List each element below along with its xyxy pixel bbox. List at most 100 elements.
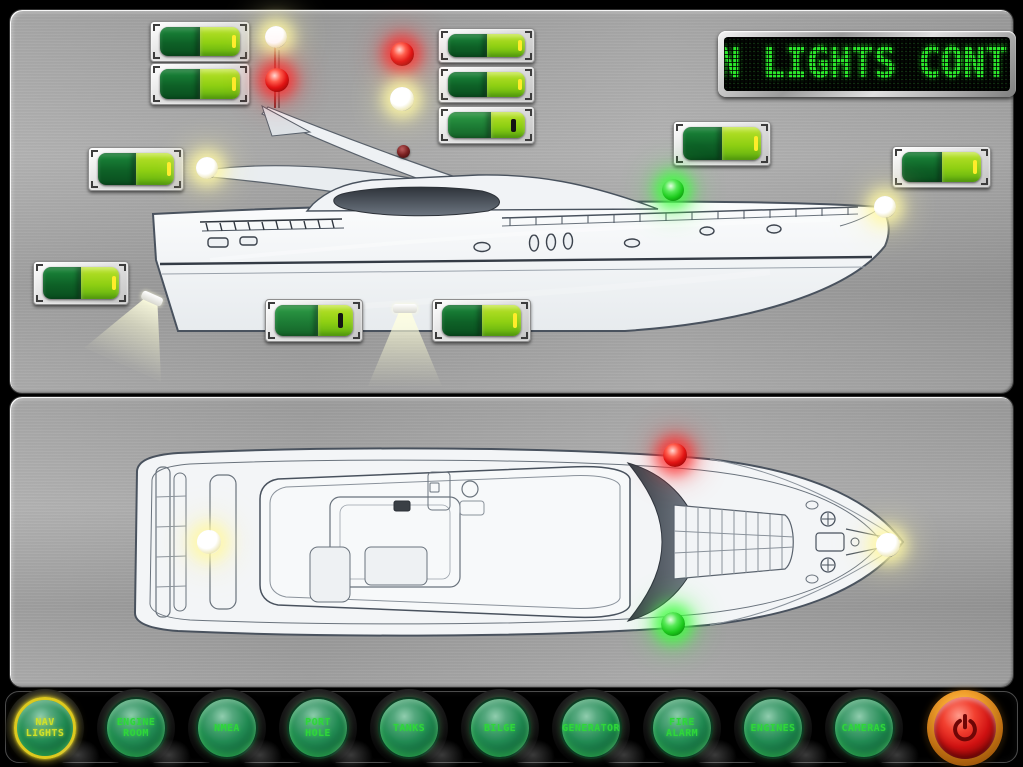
- corner-screw-mark: [895, 178, 902, 185]
- corner-screw-mark: [119, 295, 126, 302]
- rocker: [448, 34, 525, 57]
- corner-screw-mark: [525, 93, 532, 100]
- menu-button-port-hole[interactable]: PORT HOLE: [279, 689, 373, 767]
- switch-sv-sw-11[interactable]: [892, 146, 991, 188]
- corner-screw-mark: [525, 53, 532, 60]
- switch-sv-sw-3[interactable]: [88, 147, 184, 191]
- light-sv-light-mast-red: [265, 68, 289, 92]
- menu-button-nav-lights[interactable]: NAV LIGHTS: [6, 689, 100, 767]
- rocker-off-half: [43, 267, 81, 299]
- corner-screw-mark: [240, 66, 247, 73]
- side-view-boat-illustration: [151, 44, 890, 332]
- menu-button-dome: ENGINE ROOM: [105, 697, 167, 759]
- menu-button-label: ALARM: [665, 728, 699, 739]
- menu-button-label: PORT: [305, 717, 331, 728]
- rocker-on-half: [481, 305, 521, 336]
- top-view-panel: [10, 397, 1013, 687]
- switch-sv-sw-6[interactable]: [438, 66, 535, 103]
- menu-button-dome: BILGE: [469, 697, 531, 759]
- corner-screw-mark: [981, 178, 988, 185]
- rocker-off-half: [98, 153, 136, 185]
- corner-screw-mark: [441, 69, 448, 76]
- rocker: [160, 69, 240, 99]
- switch-sv-sw-5[interactable]: [438, 28, 535, 63]
- rocker-off-half: [160, 69, 200, 99]
- light-sv-light-arch: [396, 144, 410, 158]
- corner-screw-mark: [353, 332, 360, 339]
- switch-sv-sw-10[interactable]: [673, 121, 771, 166]
- switch-sv-sw-7[interactable]: [438, 106, 535, 144]
- menu-button-dome: TANKS: [378, 697, 440, 759]
- rocker-off-half: [448, 72, 487, 97]
- rocker: [448, 72, 525, 97]
- corner-screw-mark: [676, 156, 683, 163]
- corner-screw-mark: [441, 134, 448, 141]
- rocker-on-half: [200, 27, 240, 56]
- led-marquee-display: N LIGHTS CONT: [718, 31, 1016, 97]
- rocker-off-half: [448, 112, 491, 138]
- power-icon: [953, 713, 977, 742]
- menu-button-fire-alarm[interactable]: FIRE ALARM: [643, 689, 737, 767]
- menu-button-label: LIGHTS: [25, 728, 65, 739]
- menu-button-label: TANKS: [392, 722, 426, 734]
- menu-button-label: NAV: [35, 717, 55, 728]
- rocker-on-half: [136, 153, 174, 185]
- corner-screw-mark: [153, 52, 160, 59]
- corner-screw-mark: [119, 264, 126, 271]
- top-view-boat-illustration: [133, 447, 905, 637]
- switch-sv-sw-2[interactable]: [150, 63, 250, 105]
- rocker: [442, 305, 521, 336]
- led-marquee-text: N LIGHTS CONT: [724, 39, 1008, 88]
- menu-button-engines[interactable]: ENGINES: [734, 689, 828, 767]
- menu-button-label: ENGINES: [750, 722, 796, 734]
- rocker-on-half: [81, 267, 119, 299]
- menu-button-dome: ENGINES: [742, 697, 804, 759]
- rocker: [902, 152, 981, 182]
- rocker-off-half: [275, 305, 319, 336]
- corner-screw-mark: [240, 52, 247, 59]
- light-sv-light-bow-white: [874, 196, 896, 218]
- corner-screw-mark: [895, 149, 902, 156]
- rocker: [683, 127, 761, 160]
- menu-button-dome: NMEA: [196, 697, 258, 759]
- rocker: [98, 153, 174, 185]
- menu-button-dome: GENERATOR: [560, 697, 622, 759]
- light-sv-light-fwd-white: [390, 87, 414, 111]
- rocker-on-half: [200, 69, 240, 99]
- menu-button-engine-room[interactable]: ENGINE ROOM: [97, 689, 191, 767]
- switch-sv-sw-4[interactable]: [33, 261, 129, 305]
- power-button[interactable]: [927, 690, 1003, 766]
- corner-screw-mark: [441, 31, 448, 38]
- switch-sv-sw-9[interactable]: [432, 299, 531, 342]
- rocker-on-half: [486, 72, 525, 97]
- menu-button-label: CAMERAS: [841, 722, 887, 734]
- light-tv-light-stbd-green: [661, 612, 685, 636]
- menu-button-label: BILGE: [483, 722, 517, 734]
- corner-screw-mark: [174, 150, 181, 157]
- switch-sv-sw-1[interactable]: [150, 21, 250, 62]
- light-tv-light-port-red: [663, 443, 687, 467]
- menu-button-bilge[interactable]: BILGE: [461, 689, 555, 767]
- corner-screw-mark: [525, 109, 532, 116]
- corner-screw-mark: [521, 302, 528, 309]
- rocker: [43, 267, 119, 299]
- menu-button-dome: FIRE ALARM: [651, 697, 713, 759]
- switch-sv-sw-8[interactable]: [265, 299, 363, 342]
- menu-button-cameras[interactable]: CAMERAS: [825, 689, 919, 767]
- menu-button-label: ENGINE: [116, 717, 156, 728]
- menu-button-generator[interactable]: GENERATOR: [552, 689, 646, 767]
- rocker-off-half: [160, 27, 200, 56]
- menu-button-nmea[interactable]: NMEA: [188, 689, 282, 767]
- corner-screw-mark: [676, 124, 683, 131]
- corner-screw-mark: [435, 332, 442, 339]
- menu-button-label: HOLE: [305, 728, 331, 739]
- menu-button-tanks[interactable]: TANKS: [370, 689, 464, 767]
- corner-screw-mark: [268, 302, 275, 309]
- rocker: [160, 27, 240, 56]
- light-sv-light-mast-white: [265, 26, 287, 48]
- light-tv-light-stern-white: [197, 530, 221, 554]
- rocker-on-half: [941, 152, 981, 182]
- light-sv-light-fwd-red: [390, 42, 414, 66]
- corner-screw-mark: [174, 181, 181, 188]
